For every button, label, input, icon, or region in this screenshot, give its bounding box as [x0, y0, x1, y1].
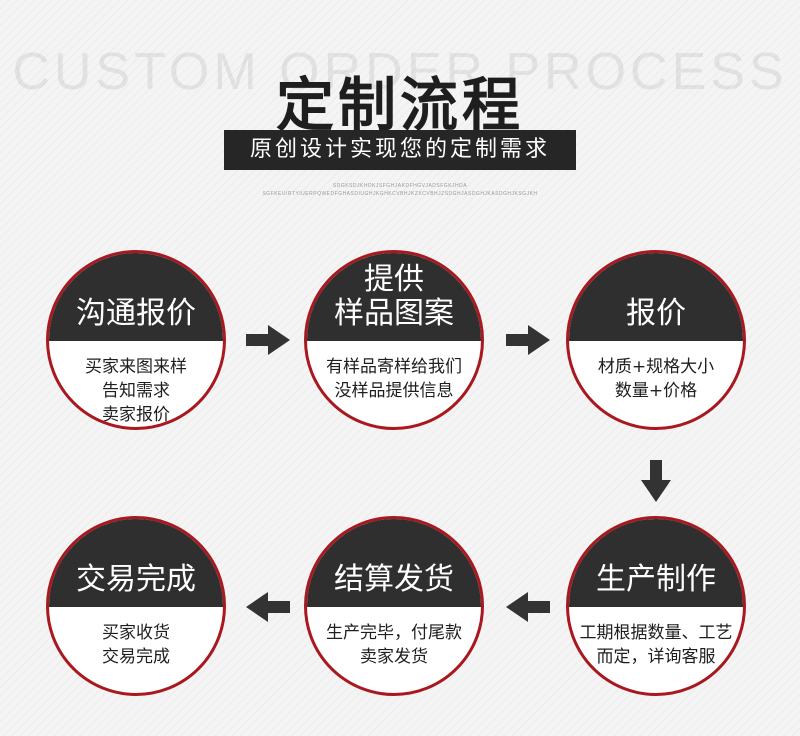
step-provide-samples: 提供 样品图案 有样品寄样给我们 没样品提供信息 [304, 250, 484, 430]
page-title: 定制流程 [275, 71, 524, 139]
step-transaction-complete: 交易完成 买家收货 交易完成 [46, 516, 226, 696]
step-desc-line: 有样品寄样给我们 [326, 357, 462, 377]
step-desc-line: 卖家报价 [102, 405, 170, 425]
step-description: 材质+规格大小 数量+价格 [569, 341, 743, 427]
step-title: 结算发货 [334, 562, 454, 597]
step-title: 报价 [626, 296, 686, 331]
decorative-tiny-text-1: SDGKSDJKHDKJSFGHJAKDFHGVJADSFGKJHDA [332, 183, 468, 189]
step-title: 生产制作 [596, 562, 716, 597]
step-description: 生产完毕，付尾款 卖家发货 [307, 607, 481, 693]
step-title-area: 生产制作 [569, 519, 743, 607]
step-desc-line: 生产完毕，付尾款 [326, 623, 462, 643]
page-subtitle: 原创设计实现您的定制需求 [224, 130, 576, 170]
arrow-left-icon [246, 592, 290, 622]
step-title-area: 沟通报价 [49, 253, 223, 341]
step-description: 有样品寄样给我们 没样品提供信息 [307, 341, 481, 427]
step-communicate-quote: 沟通报价 买家来图来样 告知需求 卖家报价 [46, 250, 226, 430]
arrow-right-icon [246, 325, 290, 355]
step-title: 沟通报价 [76, 296, 196, 331]
step-description: 买家来图来样 告知需求 卖家报价 [49, 341, 223, 427]
step-title: 提供 [364, 262, 424, 297]
step-description: 买家收货 交易完成 [49, 607, 223, 693]
step-description: 工期根据数量、工艺 而定，详询客服 [569, 607, 743, 693]
step-title-area: 报价 [569, 253, 743, 341]
step-desc-line: 告知需求 [102, 381, 170, 401]
arrow-right-icon [506, 325, 550, 355]
step-desc-line: 买家收货 [102, 623, 170, 643]
step-title: 交易完成 [76, 562, 196, 597]
step-settle-ship: 结算发货 生产完毕，付尾款 卖家发货 [304, 516, 484, 696]
step-title-area: 交易完成 [49, 519, 223, 607]
step-desc-line: 而定，详询客服 [596, 647, 716, 667]
background-watermark-text: CUSTOM ORDER PROCESS [12, 43, 788, 101]
step-desc-line: 没样品提供信息 [334, 381, 454, 401]
decorative-tiny-text-2: SGFKEUIRTYIUERPQWEDFGHASDIUGHJKGHKCVBHJK… [262, 191, 538, 197]
step-desc-line: 材质+规格大小 [597, 357, 715, 377]
arrow-left-icon [506, 592, 550, 622]
step-desc-line: 工期根据数量、工艺 [579, 623, 733, 643]
step-desc-line: 卖家发货 [360, 647, 428, 667]
step-title-area: 提供 样品图案 [307, 253, 481, 341]
step-title-area: 结算发货 [307, 519, 481, 607]
step-title: 样品图案 [334, 296, 454, 331]
step-desc-line: 买家来图来样 [85, 357, 187, 377]
step-desc-line: 交易完成 [102, 647, 170, 667]
step-production: 生产制作 工期根据数量、工艺 而定，详询客服 [566, 516, 746, 696]
step-quote: 报价 材质+规格大小 数量+价格 [566, 250, 746, 430]
step-desc-line: 数量+价格 [614, 381, 698, 401]
arrow-down-icon [641, 460, 671, 502]
